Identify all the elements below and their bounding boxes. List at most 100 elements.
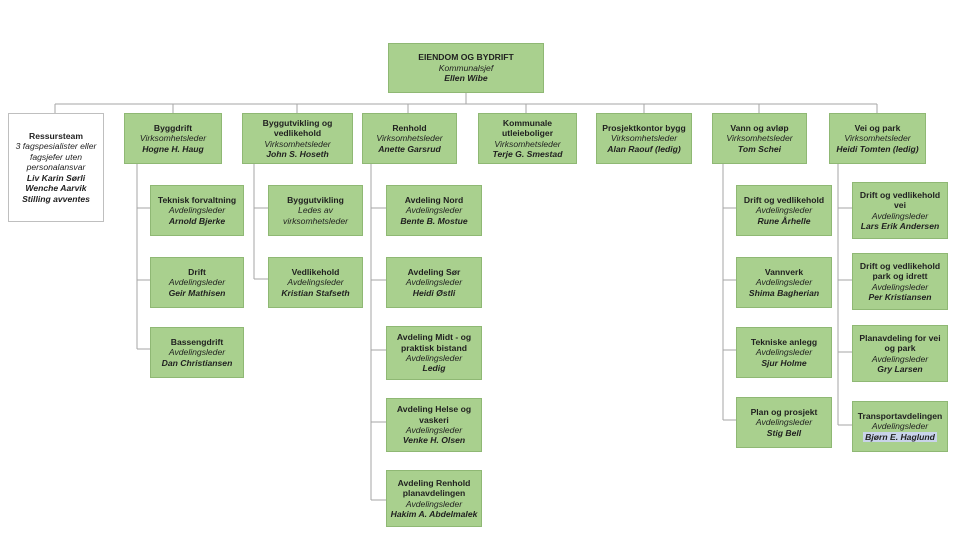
planavd-role: Avdelingsleder: [871, 353, 929, 364]
box-avdeling-renhold-plan: Avdeling Renhold planavdelingen Avdeling…: [386, 470, 482, 527]
bassengdrift-person: Dan Christiansen: [161, 357, 233, 368]
prosjektkontor-title: Prosjektkontor bygg: [602, 122, 686, 133]
transport-role: Avdelingsleder: [871, 421, 929, 432]
renhold-person: Anette Garsrud: [378, 143, 441, 154]
top-role: Kommunalsjef: [438, 62, 494, 73]
top-box-eiendom-og-bydrift: EIENDOM OG BYDRIFT Kommunalsjef Ellen Wi…: [388, 43, 544, 93]
box-avdeling-sor: Avdeling Sør Avdelingsleder Heidi Østli: [386, 257, 482, 308]
teknisk-forvaltning-role: Avdelingsleder: [168, 205, 226, 216]
drift-person: Geir Mathisen: [168, 287, 226, 298]
byggdrift-person: Hogne H. Haug: [142, 143, 204, 154]
top-person: Ellen Wibe: [444, 73, 488, 84]
box-byggutvikling-sub: Byggutvikling Ledes av virksomhetsleder: [268, 185, 363, 236]
avdeling-helse-title: Avdeling Helse og vaskeri: [396, 404, 472, 425]
box-vedlikehold: Vedlikehold Avdelingsleder Kristian Staf…: [268, 257, 363, 308]
plan-prosjekt-role: Avdelingsleder: [755, 417, 813, 428]
vannverk-person: Shima Bagherian: [748, 287, 820, 298]
box-avdeling-nord: Avdeling Nord Avdelingsleder Bente B. Mo…: [386, 185, 482, 236]
veiogpark-title: Vei og park: [854, 122, 901, 133]
ressursteam-person-3: Stilling avventes: [22, 193, 90, 204]
teknisk-forvaltning-person: Arnold Bjerke: [168, 215, 226, 226]
vann-role: Virksomhetsleder: [726, 133, 793, 144]
plan-prosjekt-title: Plan og prosjekt: [750, 406, 818, 417]
box-renhold: Renhold Virksomhetsleder Anette Garsrud: [362, 113, 457, 164]
avdeling-helse-role: Avdelingsleder: [405, 425, 463, 435]
teknisk-forvaltning-title: Teknisk forvaltning: [157, 194, 237, 205]
vannverk-title: Vannverk: [764, 266, 804, 277]
box-transportavdelingen: Transportavdelingen Avdelingsleder Bjørn…: [852, 401, 948, 452]
box-teknisk-forvaltning: Teknisk forvaltning Avdelingsleder Arnol…: [150, 185, 244, 236]
vann-person: Tom Schei: [737, 143, 782, 154]
tekniske-anlegg-title: Tekniske anlegg: [750, 336, 818, 347]
drift-role: Avdelingsleder: [168, 277, 226, 288]
byggdrift-title: Byggdrift: [153, 122, 193, 133]
avdeling-renhold-plan-person: Hakim A. Abdelmalek: [390, 508, 478, 519]
avdeling-sor-person: Heidi Østli: [412, 287, 456, 298]
byggdrift-role: Virksomhetsleder: [139, 133, 207, 144]
box-vei-og-park: Vei og park Virksomhetsleder Heidi Tomte…: [829, 113, 926, 164]
ressursteam-desc: 3 fagspesialister eller fagsjefer uten p…: [15, 141, 97, 173]
box-avdeling-midt: Avdeling Midt - og praktisk bistand Avde…: [386, 326, 482, 380]
byggutvikling-sub-title: Byggutvikling: [287, 194, 344, 205]
drift-title: Drift: [188, 266, 206, 277]
box-drift: Drift Avdelingsleder Geir Mathisen: [150, 257, 244, 308]
box-vann-og-avlop: Vann og avløp Virksomhetsleder Tom Schei: [712, 113, 807, 164]
planavd-title: Planavdeling for vei og park: [859, 332, 941, 354]
drift-vedl-role: Avdelingsleder: [755, 205, 813, 216]
avdeling-helse-person: Venke H. Olsen: [402, 435, 466, 446]
avdeling-renhold-plan-role: Avdelingsleder: [405, 498, 463, 509]
bassengdrift-title: Bassengdrift: [170, 336, 224, 347]
renhold-role: Virksomhetsleder: [376, 133, 443, 144]
box-ressursteam: Ressursteam 3 fagspesialister eller fags…: [8, 113, 104, 222]
box-drift-og-vedlikehold: Drift og vedlikehold Avdelingsleder Rune…: [736, 185, 832, 236]
avdeling-midt-person: Ledig: [422, 363, 446, 374]
box-plan-og-prosjekt: Plan og prosjekt Avdelingsleder Stig Bel…: [736, 397, 832, 448]
drift-park-role: Avdelingsleder: [871, 281, 929, 292]
drift-vedl-title: Drift og vedlikehold: [743, 194, 825, 205]
kommunale-person: Terje G. Smestad: [492, 148, 563, 159]
box-tekniske-anlegg: Tekniske anlegg Avdelingsleder Sjur Holm…: [736, 327, 832, 378]
drift-vedl-person: Rune Århelle: [757, 215, 811, 226]
box-avdeling-helse: Avdeling Helse og vaskeri Avdelingsleder…: [386, 398, 482, 452]
drift-park-person: Per Kristiansen: [868, 291, 932, 302]
avdeling-sor-role: Avdelingsleder: [405, 277, 463, 288]
box-drift-og-vedlikehold-park: Drift og vedlikehold park og idrett Avde…: [852, 253, 948, 310]
transport-person: Bjørn E. Haglund: [863, 431, 937, 442]
top-title: EIENDOM OG BYDRIFT: [418, 52, 514, 63]
prosjektkontor-person: Alan Raouf (ledig): [607, 143, 681, 154]
vann-title: Vann og avløp: [730, 122, 789, 133]
box-drift-og-vedlikehold-vei: Drift og vedlikehold vei Avdelingsleder …: [852, 182, 948, 239]
drift-vei-role: Avdelingsleder: [871, 210, 929, 221]
drift-vei-person: Lars Erik Andersen: [860, 220, 940, 231]
ressursteam-person-1: Liv Karin Sørli: [26, 172, 86, 183]
veiogpark-person: Heidi Tomten (ledig): [836, 143, 919, 154]
bassengdrift-role: Avdelingsleder: [168, 347, 226, 358]
renhold-title: Renhold: [392, 122, 427, 133]
avdeling-sor-title: Avdeling Sør: [407, 266, 461, 277]
tekniske-anlegg-person: Sjur Holme: [761, 357, 807, 368]
byggutvikling-title: Byggutvikling og vedlikehold: [262, 117, 333, 139]
drift-park-title: Drift og vedlikehold park og idrett: [859, 260, 941, 282]
box-kommunale-utleieboliger: Kommunale utleieboliger Virksomhetsleder…: [478, 113, 577, 164]
vedlikehold-role: Avdelingsleder: [287, 277, 344, 288]
ressursteam-title: Ressursteam: [29, 130, 83, 141]
veiogpark-role: Virksomhetsleder: [844, 133, 911, 144]
avdeling-midt-role: Avdelingsleder: [405, 353, 463, 363]
drift-vei-title: Drift og vedlikehold vei: [859, 189, 941, 211]
byggutvikling-sub-role: Ledes av virksomhetsleder: [283, 205, 348, 226]
avdeling-nord-person: Bente B. Mostue: [400, 215, 468, 226]
avdeling-nord-role: Avdelingsleder: [405, 205, 463, 216]
box-byggutvikling-og-vedlikehold: Byggutvikling og vedlikehold Virksomhets…: [242, 113, 353, 164]
vedlikehold-person: Kristian Stafseth: [281, 287, 350, 298]
avdeling-midt-title: Avdeling Midt - og praktisk bistand: [396, 332, 472, 353]
kommunale-title: Kommunale utleieboliger: [501, 117, 554, 139]
byggutvikling-role: Virksomhetsleder: [264, 138, 331, 149]
box-planavdeling-vei-og-park: Planavdeling for vei og park Avdelingsle…: [852, 325, 948, 382]
box-byggdrift: Byggdrift Virksomhetsleder Hogne H. Haug: [124, 113, 222, 164]
vedlikehold-title: Vedlikehold: [291, 266, 340, 277]
transport-title: Transportavdelingen: [857, 410, 943, 421]
prosjektkontor-role: Virksomhetsleder: [610, 133, 678, 144]
vannverk-role: Avdelingsleder: [755, 277, 813, 288]
box-bassengdrift: Bassengdrift Avdelingsleder Dan Christia…: [150, 327, 244, 378]
